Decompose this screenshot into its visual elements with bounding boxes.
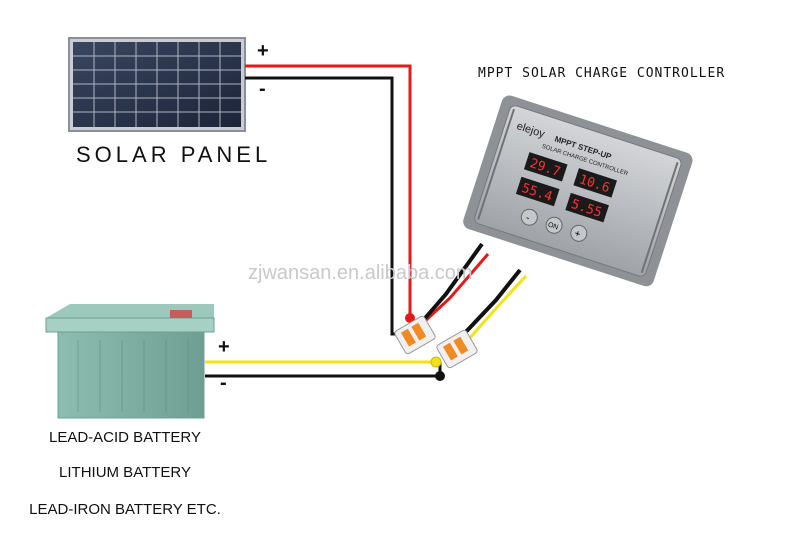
controller-red-cable (422, 253, 490, 324)
panel-positive-terminal (405, 313, 415, 323)
watermark: zjwansan.en.alibaba.com (248, 262, 473, 284)
battery-plus-sign: + (218, 336, 230, 358)
battery-positive-terminal (430, 356, 442, 368)
controller-yellow-cable (466, 274, 528, 341)
battery-type-lead-iron: LEAD-IRON BATTERY ETC. (29, 501, 221, 518)
solar-panel (68, 37, 246, 132)
display-output-voltage (515, 176, 560, 207)
battery-minus-sign: - (220, 372, 227, 394)
plus-button-label: + (573, 228, 582, 240)
controller-black-cable-1 (418, 242, 484, 326)
panel-minus-sign: - (259, 78, 266, 100)
charge-controller: elejoy MPPT STEP-UP SOLAR CHARGE CONTROL… (463, 95, 693, 287)
display-input-voltage (523, 152, 568, 182)
controller-title: MPPT SOLAR CHARGE CONTROLLER (478, 66, 726, 81)
panel-positive-wire (245, 64, 412, 318)
on-button-label: ON (547, 222, 559, 232)
connector-battery (436, 329, 478, 369)
minus-button-label: - (524, 212, 531, 223)
display-input-current (573, 168, 617, 198)
panel-negative-wire (245, 76, 404, 336)
battery-negative-terminal (435, 371, 445, 381)
panel-plus-sign: + (257, 40, 269, 62)
battery-type-lithium: LITHIUM BATTERY (59, 464, 191, 481)
controller-minus-button (520, 208, 538, 226)
battery-negative-wire (205, 362, 442, 378)
display-output-current (565, 192, 609, 223)
controller-black-cable-2 (460, 268, 522, 338)
controller-plus-button (570, 224, 588, 242)
battery (45, 304, 215, 419)
solar-panel-label: SOLAR PANEL (76, 142, 272, 167)
connector-panel (394, 315, 436, 355)
battery-type-lead-acid: LEAD-ACID BATTERY (49, 429, 201, 446)
controller-on-button (545, 216, 563, 234)
